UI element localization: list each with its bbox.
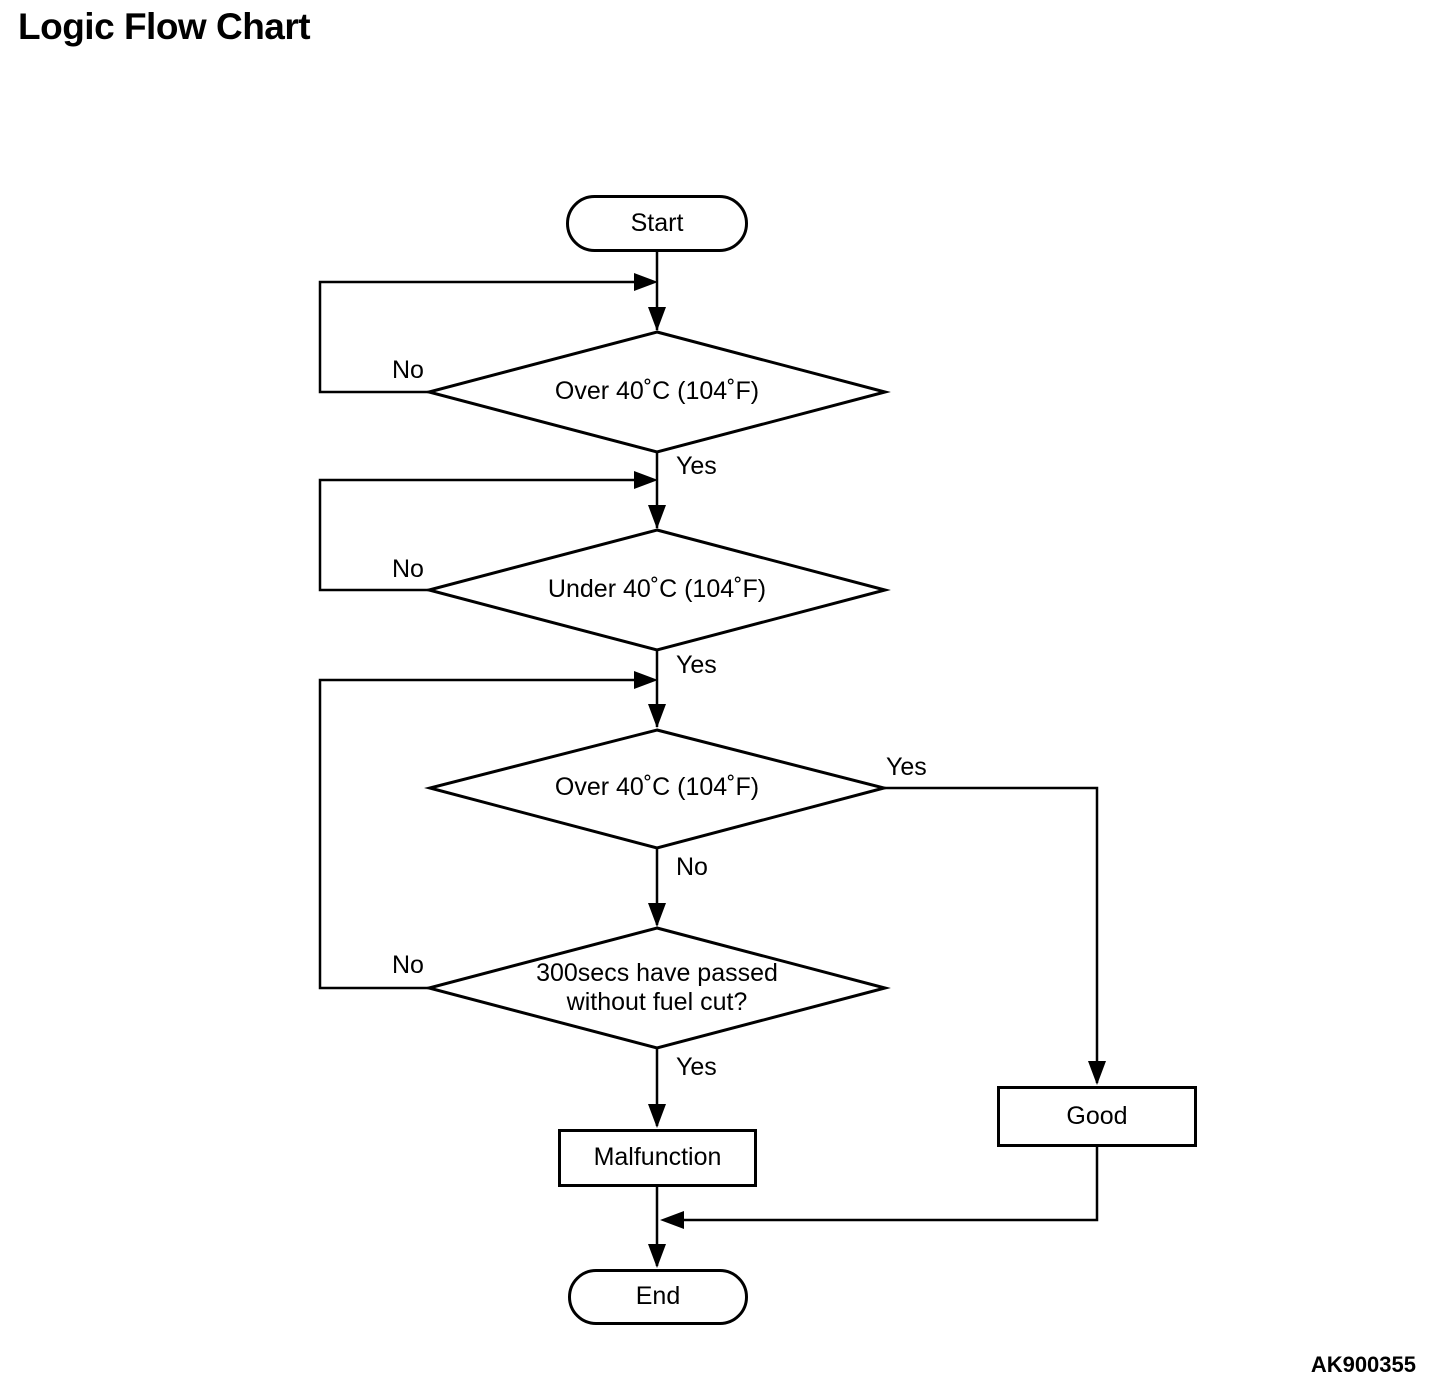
arrowhead-into-decision2 (648, 505, 666, 529)
decision4-no-label: No (392, 951, 424, 979)
edge-decision3-yes-to-good (884, 786, 1099, 1083)
start-node: Start (566, 195, 748, 252)
arrowhead-into-decision3 (648, 704, 666, 728)
arrowhead-junction-merge (660, 1211, 684, 1229)
edge-decision2-no-loop (318, 478, 650, 592)
decision1-label: Over 40˚C (104˚F) (554, 377, 760, 405)
arrowhead-loop3-merge (634, 671, 658, 689)
decision2-diamond (423, 528, 891, 652)
malfunction-node-label: Malfunction (593, 1143, 722, 1172)
decision1-diamond (423, 330, 891, 454)
decision3-diamond (424, 728, 890, 850)
arrowhead-into-decision4 (648, 903, 666, 927)
decision1-yes-label: Yes (676, 452, 717, 480)
decision4-yes-label: Yes (676, 1053, 717, 1081)
arrowhead-into-decision1 (648, 307, 666, 331)
arrowhead-into-good (1088, 1061, 1106, 1085)
arrowhead-into-malfunction (648, 1104, 666, 1128)
decision3-label: Over 40˚C (104˚F) (554, 773, 760, 801)
decision4-diamond (423, 926, 891, 1050)
decision2-label: Under 40˚C (104˚F) (547, 575, 767, 603)
decision3-yes-label: Yes (886, 753, 927, 781)
good-node: Good (997, 1086, 1197, 1147)
decision2-no-label: No (392, 555, 424, 583)
malfunction-node: Malfunction (558, 1129, 757, 1187)
arrowhead-loop2-merge (634, 471, 658, 489)
decision4-label-line1: 300secs have passed (536, 959, 778, 987)
decision2-yes-label: Yes (676, 651, 717, 679)
end-node: End (568, 1269, 748, 1325)
page-title: Logic Flow Chart (18, 6, 311, 47)
decision1-no-label: No (392, 356, 424, 384)
edge-decision4-no-loop (318, 678, 650, 990)
arrowhead-loop1-merge (634, 273, 658, 291)
arrowhead-into-end (648, 1244, 666, 1268)
start-node-label: Start (630, 208, 684, 237)
decision3-no-label: No (676, 853, 708, 881)
decision4-label: 300secs have passed without fuel cut? (457, 959, 857, 1017)
good-node-label: Good (1066, 1101, 1128, 1130)
end-node-label: End (635, 1282, 681, 1311)
decision4-label-line2: without fuel cut? (566, 988, 748, 1016)
edge-good-to-junction (666, 1147, 1099, 1222)
figure-code: AK900355 (1310, 1352, 1416, 1377)
edge-decision1-no-loop (318, 280, 650, 394)
